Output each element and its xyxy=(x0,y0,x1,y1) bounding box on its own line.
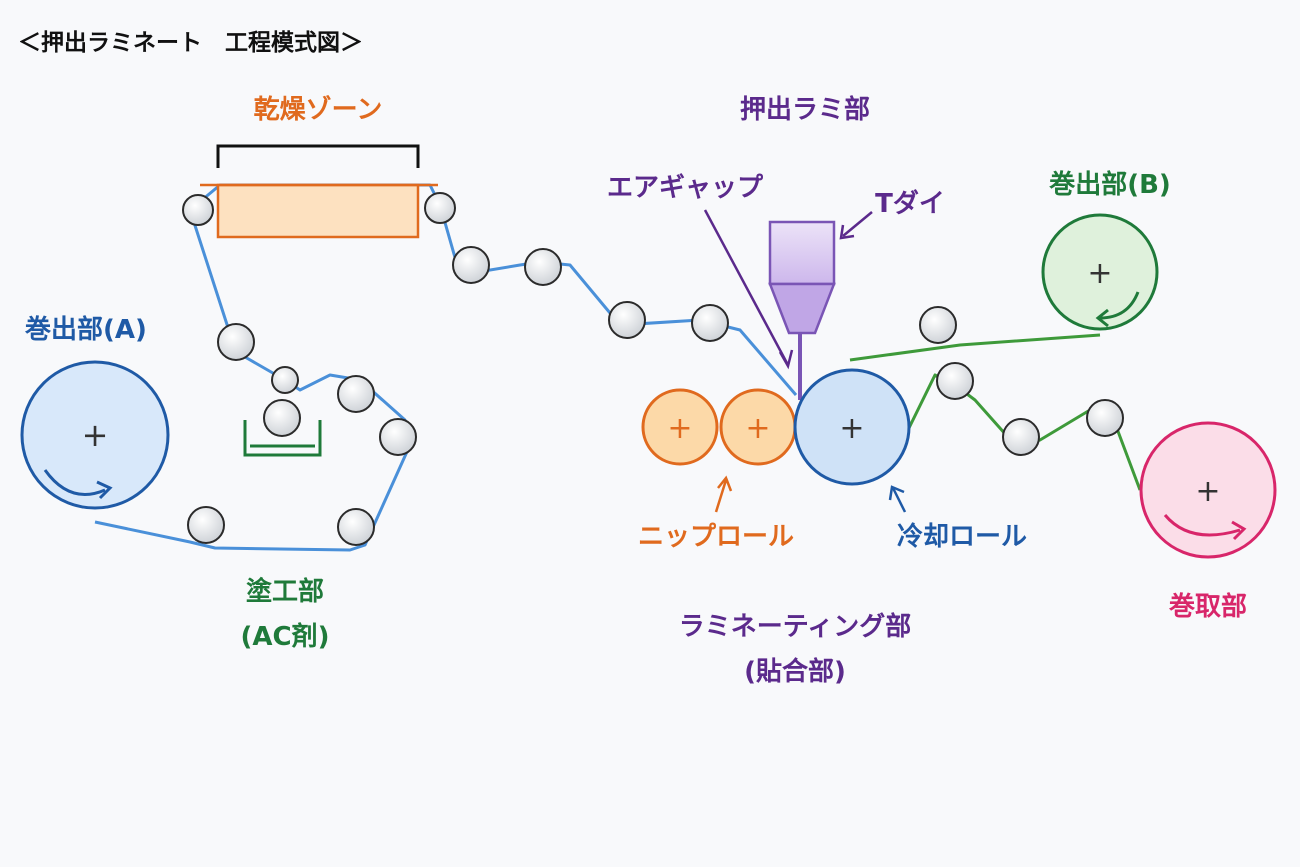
guide-roller xyxy=(337,508,375,546)
arrowhead-icon xyxy=(888,485,905,501)
air-gap-label: エアギャップ xyxy=(607,173,764,203)
guide-roller xyxy=(452,246,490,284)
plus-icon: + xyxy=(839,411,864,446)
guide-roller xyxy=(1086,399,1124,437)
plus-icon: + xyxy=(1195,474,1220,509)
guide-roller xyxy=(919,306,957,344)
rotation-arrow-icon xyxy=(43,469,106,496)
arrowhead-icon xyxy=(1231,520,1247,541)
guide-roller xyxy=(608,301,646,339)
rotation-arrow-icon xyxy=(1099,291,1140,320)
plus-icon: + xyxy=(1087,256,1112,291)
guide-roller xyxy=(424,192,456,224)
guide-roller xyxy=(1002,418,1040,456)
plus-icon: + xyxy=(667,411,692,446)
extrusion-section-label: 押出ラミ部 xyxy=(740,95,870,125)
coating-agent-label: (AC剤) xyxy=(241,621,330,652)
cooling-roll xyxy=(793,368,911,486)
t-die-label: Tダイ xyxy=(875,188,945,219)
film-web-b-path xyxy=(849,333,1101,362)
drying-zone-label: 乾燥ゾーン xyxy=(254,94,383,125)
nip-roll-label: ニップロール xyxy=(638,522,794,552)
t-die-nozzle xyxy=(768,282,836,335)
unwind-b-label: 巻出部(B) xyxy=(1048,170,1171,200)
cooling-roll-pointer xyxy=(891,487,907,513)
laminating-section-sublabel: (貼合部) xyxy=(744,656,846,687)
guide-roller xyxy=(217,323,255,361)
t-die-pointer xyxy=(842,211,873,237)
guide-roller xyxy=(187,506,225,544)
guide-roller xyxy=(936,362,974,400)
guide-roller xyxy=(691,304,729,342)
plus-icon: + xyxy=(82,416,109,454)
arrowhead-icon xyxy=(96,480,113,500)
guide-roller xyxy=(271,366,299,394)
nip-rolls: + + xyxy=(641,388,797,466)
coating-label: 塗工部 xyxy=(246,576,324,607)
unwind-b-roll xyxy=(1041,213,1159,331)
guide-roller xyxy=(379,418,417,456)
arrowhead-icon xyxy=(778,349,794,370)
guide-rollers-right xyxy=(919,306,1124,456)
arrowhead-icon xyxy=(1095,308,1109,328)
laminating-section-label: ラミネーティング部 xyxy=(679,612,911,642)
cooling-roll-label: 冷却ロール xyxy=(897,521,1027,552)
guide-roller xyxy=(524,248,562,286)
diagram-title: ＜押出ラミネート 工程模式図＞ xyxy=(18,30,363,56)
film-web-a-path xyxy=(94,183,798,552)
nip-roll-pointer xyxy=(714,479,728,513)
drying-zone-box xyxy=(216,183,420,239)
drying-zone-bracket xyxy=(216,144,420,168)
rotation-arrow-icon xyxy=(1163,514,1241,537)
winder-label: 巻取部 xyxy=(1168,592,1247,622)
air-gap-pointer xyxy=(703,209,790,366)
t-die-body xyxy=(768,220,836,286)
arrowhead-icon xyxy=(717,475,733,492)
unwind-a-label: 巻出部(A) xyxy=(24,315,147,345)
guide-rollers-left xyxy=(182,192,729,546)
unwind-a-roll xyxy=(20,360,170,510)
guide-roller xyxy=(337,375,375,413)
t-die xyxy=(768,220,836,400)
plus-icon: + xyxy=(745,411,770,446)
coating-roller xyxy=(263,399,301,437)
arrowhead-icon xyxy=(839,224,855,240)
coating-tray xyxy=(243,420,322,457)
guide-roller xyxy=(182,194,214,226)
nip-roll xyxy=(641,388,719,466)
